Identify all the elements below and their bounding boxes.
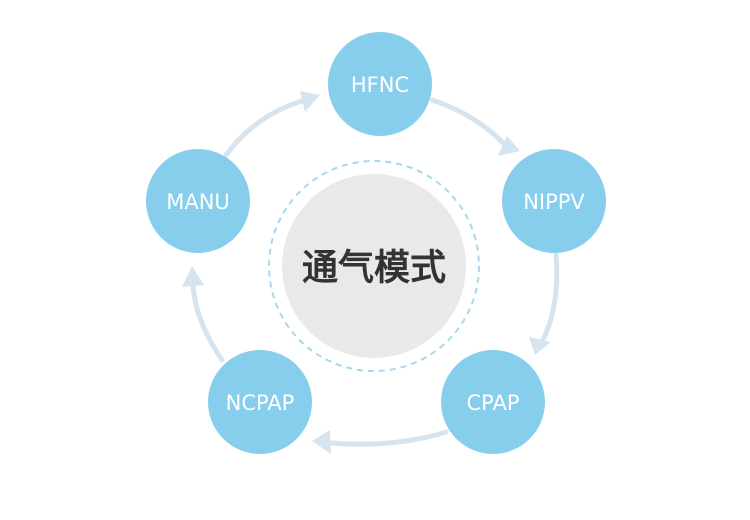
center-hub: 通气模式 — [268, 160, 480, 372]
arrow-cpap-to-ncpap — [327, 429, 449, 447]
arrow-cpap-to-ncpap-head — [312, 430, 331, 454]
mode-node-hfnc-circle — [328, 32, 432, 136]
arrow-nippv-to-cpap-head — [529, 337, 551, 355]
mode-node-ncpap-label: NCPAP — [226, 391, 295, 415]
mode-node-cpap-circle — [441, 350, 545, 454]
mode-node-cpap: CPAP — [441, 350, 545, 454]
mode-node-cpap-label: CPAP — [466, 391, 519, 415]
mode-node-hfnc: HFNC — [328, 32, 432, 136]
cycle-arrows — [182, 91, 560, 454]
mode-node-nippv: NIPPV — [502, 149, 606, 253]
center-circle — [282, 174, 466, 358]
arrow-ncpap-to-manu-head — [182, 266, 204, 287]
mode-node-manu-label: MANU — [166, 190, 230, 214]
mode-node-nippv-circle — [502, 149, 606, 253]
mode-node-ncpap: NCPAP — [208, 350, 312, 454]
center-title: 通气模式 — [302, 248, 446, 289]
arrow-hfnc-to-nippv-head — [498, 136, 520, 156]
mode-node-ncpap-circle — [208, 350, 312, 454]
arrow-hfnc-to-nippv — [429, 97, 511, 151]
arrow-manu-to-hfnc — [223, 98, 305, 158]
arrow-ncpap-to-manu — [190, 282, 225, 363]
mode-node-manu-circle — [146, 149, 250, 253]
mode-node-manu: MANU — [146, 149, 250, 253]
center-dashed-ring — [268, 160, 480, 372]
mode-node-nippv-label: NIPPV — [523, 190, 585, 214]
arrow-manu-to-hfnc-head — [300, 91, 320, 112]
mode-node-hfnc-label: HFNC — [351, 73, 409, 97]
arrow-nippv-to-cpap — [540, 252, 560, 343]
